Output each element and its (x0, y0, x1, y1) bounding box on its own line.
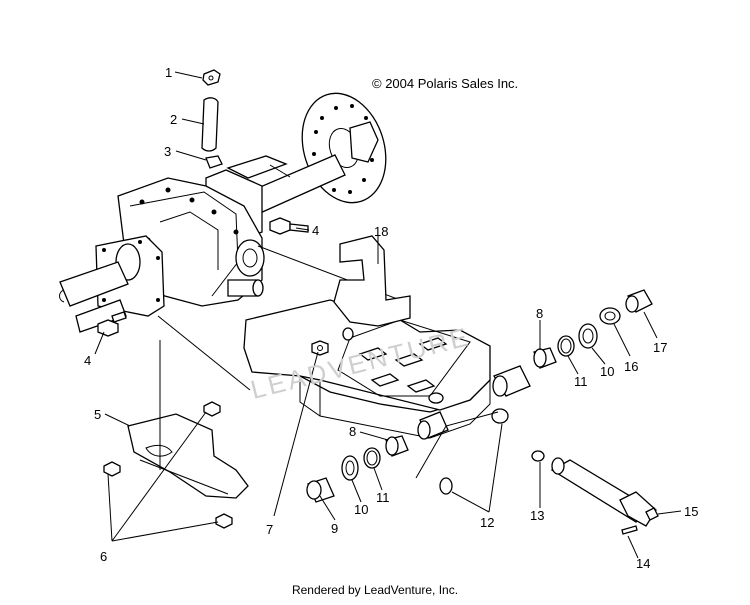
leader-lines (94, 71, 682, 559)
heat-shield (127, 413, 249, 499)
callout-label: 17 (653, 340, 667, 355)
vent-fitting (202, 69, 221, 86)
prop-shaft (550, 457, 659, 527)
callout-label: 11 (376, 490, 390, 505)
callout-labels: 1 2 3 4 4 5 6 7 8 8 9 10 10 11 11 12 13 … (84, 65, 698, 571)
callout-label: 11 (574, 374, 588, 389)
callout-label: 4 (84, 353, 91, 368)
bolt-upper (269, 217, 309, 235)
callout-label: 8 (536, 306, 543, 321)
left-axle-flange (59, 235, 165, 333)
bearing-lower (341, 455, 359, 481)
brake-disc (301, 92, 387, 204)
copyright-text: © 2004 Polaris Sales Inc. (372, 76, 519, 91)
pivot-bolt (306, 477, 335, 503)
callout-label: 13 (530, 508, 544, 523)
callout-label: 16 (624, 359, 638, 374)
callout-label: 4 (312, 223, 319, 238)
bearing-upper (578, 323, 598, 349)
callout-label: 8 (349, 424, 356, 439)
screw (103, 401, 233, 529)
callout-label: 18 (374, 224, 388, 239)
callout-label: 1 (165, 65, 172, 80)
callout-label: 7 (266, 522, 273, 537)
bushing-lower (385, 435, 409, 457)
callout-label: 12 (480, 515, 494, 530)
footer-credit: Rendered by LeadVenture, Inc. (291, 583, 459, 597)
snap-ring (531, 450, 545, 462)
mount-bracket (333, 235, 411, 341)
vent-cap (205, 155, 223, 169)
spacer (439, 477, 453, 495)
pivot-bushing (417, 365, 531, 440)
callout-label: 6 (100, 549, 107, 564)
vent-hose (201, 97, 219, 152)
callout-label: 14 (636, 556, 650, 571)
callout-label: 9 (331, 521, 338, 536)
callout-label: 10 (600, 364, 614, 379)
callout-label: 5 (94, 407, 101, 422)
swing-arm (157, 245, 491, 439)
seal-upper (557, 335, 575, 357)
roll-pin (621, 525, 638, 535)
nut (311, 340, 329, 356)
bolt-lower (97, 311, 127, 337)
bushing-upper (533, 347, 557, 369)
pivot-pin (625, 289, 653, 313)
washer-upper (599, 307, 621, 325)
callout-label: 10 (354, 502, 368, 517)
callout-label: 2 (170, 112, 177, 127)
seal-lower (363, 447, 381, 469)
callout-label: 3 (164, 144, 171, 159)
callout-label: 15 (684, 504, 698, 519)
